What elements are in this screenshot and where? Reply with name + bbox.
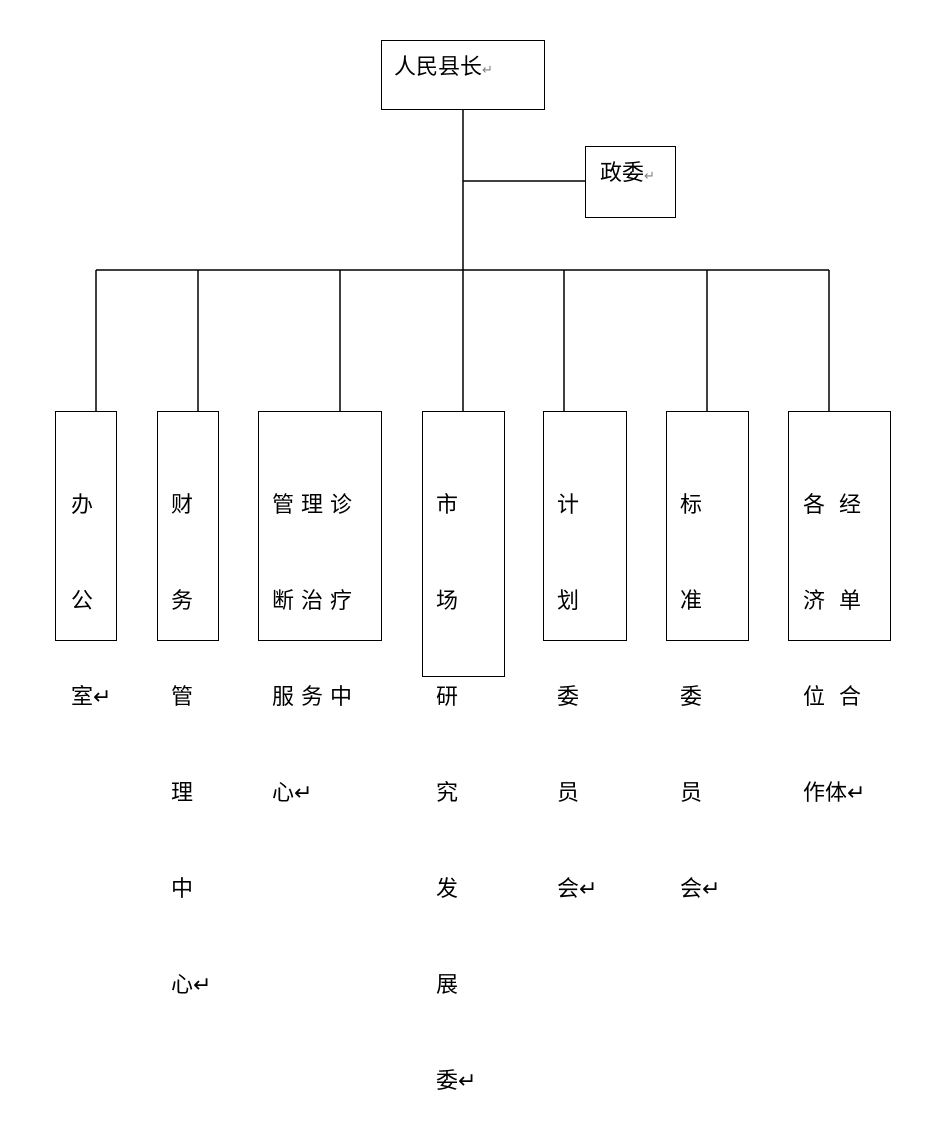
unit-label-line: 会↵	[557, 877, 598, 902]
unit-label-line: 员	[557, 781, 580, 806]
unit-box-7	[788, 411, 891, 641]
unit-box-4	[422, 411, 505, 677]
unit-box-1	[55, 411, 117, 641]
top-node-title: 人民县长	[394, 55, 483, 80]
unit-label-line: 研	[436, 685, 459, 710]
unit-label-line: 中	[171, 877, 194, 902]
unit-label-line: 标	[680, 493, 703, 518]
unit-label-line: 场	[436, 589, 459, 614]
unit-label-line: 委	[557, 685, 580, 710]
unit-label-line: 委	[680, 685, 703, 710]
unit-label-line: 准	[680, 589, 703, 614]
unit-label-1: 办 公 室↵	[71, 426, 111, 746]
unit-label-line: 究	[436, 781, 459, 806]
unit-label-6: 标 准 委 员 会↵	[680, 426, 720, 938]
top-node-label: 人民县长↵	[394, 55, 493, 84]
unit-label-line: 发	[436, 877, 459, 902]
unit-label-line: 财	[171, 493, 194, 518]
unit-label-line: 理	[171, 781, 194, 806]
unit-label-line: 位 合	[803, 685, 861, 710]
unit-label-line: 断 治 疗	[272, 589, 352, 614]
unit-label-2: 财 务 管 理 中 心↵	[171, 426, 211, 1034]
paragraph-mark-icon: ↵	[482, 63, 493, 78]
side-node-label: 政委↵	[600, 161, 655, 190]
unit-label-line: 管 理 诊	[272, 493, 352, 518]
unit-label-line: 会↵	[680, 877, 721, 902]
unit-label-line: 作体↵	[803, 781, 866, 806]
unit-label-7: 各 经 济 单 位 合 作体↵	[803, 426, 865, 842]
unit-box-6	[666, 411, 749, 641]
unit-box-5	[543, 411, 627, 641]
unit-box-3	[258, 411, 382, 641]
unit-label-4: 市 场 研 究 发 展 委↵	[436, 426, 476, 1130]
paragraph-mark-icon: ↵	[644, 169, 655, 184]
unit-label-line: 管	[171, 685, 194, 710]
unit-label-line: 公	[71, 589, 94, 614]
unit-label-line: 各 经	[803, 493, 861, 518]
unit-label-line: 委↵	[436, 1069, 477, 1094]
side-node-title: 政委	[600, 161, 645, 186]
unit-label-line: 办	[71, 493, 94, 518]
unit-label-line: 心↵	[171, 973, 212, 998]
unit-label-line: 计	[557, 493, 580, 518]
unit-label-line: 务	[171, 589, 194, 614]
unit-box-2	[157, 411, 219, 641]
unit-label-line: 服 务 中	[272, 685, 352, 710]
unit-label-3: 管 理 诊 断 治 疗 服 务 中 心↵	[272, 426, 352, 842]
unit-label-line: 展	[436, 973, 459, 998]
unit-label-line: 市	[436, 493, 459, 518]
unit-label-line: 室↵	[71, 685, 112, 710]
unit-label-line: 心↵	[272, 781, 313, 806]
unit-label-line: 划	[557, 589, 580, 614]
unit-label-line: 员	[680, 781, 703, 806]
connector-lines	[95, 110, 830, 411]
unit-label-5: 计 划 委 员 会↵	[557, 426, 597, 938]
unit-label-line: 济 单	[803, 589, 861, 614]
side-node-box	[585, 146, 676, 218]
top-node-box	[381, 40, 545, 110]
